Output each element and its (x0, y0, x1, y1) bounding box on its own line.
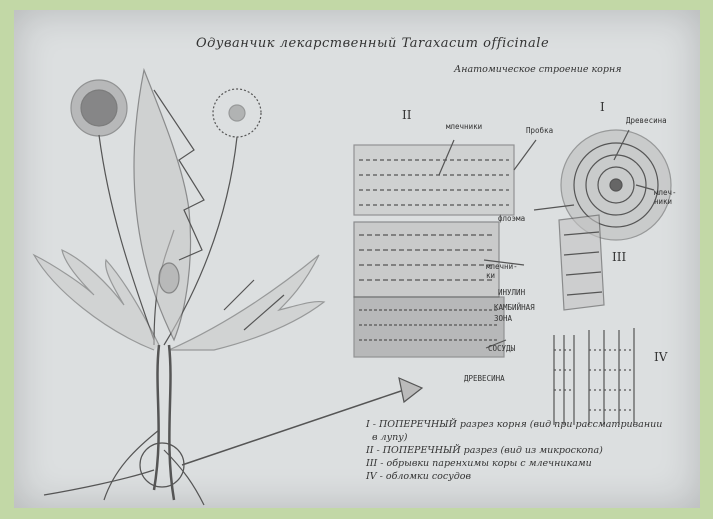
label-drevesina-bottom: ДРЕВЕСИНА (464, 374, 505, 383)
label-mlechniki-mid: млечни- ки (486, 262, 518, 280)
label-mlechniki-top: млечники (446, 122, 482, 131)
label-drevesina-right: Древесина (626, 116, 667, 125)
paper-sheet: Одуванчик лекарственный Taraxacum offici… (14, 10, 700, 508)
legend-line: II - ПОПЕРЕЧНЫЙ разрез (вид из микроскоп… (366, 444, 696, 457)
label-floema: флоэма (498, 214, 525, 223)
section-iii-drawing (559, 215, 604, 310)
roman-iii: III (612, 250, 626, 264)
legend: I - ПОПЕРЕЧНЫЙ разрез корня (вид при рас… (366, 418, 696, 483)
label-kambiy: КАМБИЙНАЯ ЗОНА (494, 302, 535, 324)
legend-line: III - обрывки паренхимы коры с млечникам… (366, 457, 696, 470)
label-inulin: ИНУЛИН (498, 288, 525, 297)
section-iv-drawing (554, 328, 634, 425)
roman-iv: IV (654, 350, 667, 364)
label-probka: Пробка (526, 126, 553, 135)
legend-line: IV - обломки сосудов (366, 470, 696, 483)
roman-i: I (600, 100, 605, 114)
page-subtitle: Анатомическое строение корня (454, 64, 622, 75)
page-title: Одуванчик лекарственный Taraxacum offici… (196, 36, 549, 51)
label-sosudy: СОСУДЫ (488, 344, 515, 353)
roman-ii: II (402, 108, 411, 122)
legend-line: в лупу) (366, 431, 696, 444)
label-mlechniki-right: млеч- ники (654, 188, 677, 206)
legend-line: I - ПОПЕРЕЧНЫЙ разрез корня (вид при рас… (366, 418, 696, 431)
section-ii-drawing (354, 145, 514, 357)
